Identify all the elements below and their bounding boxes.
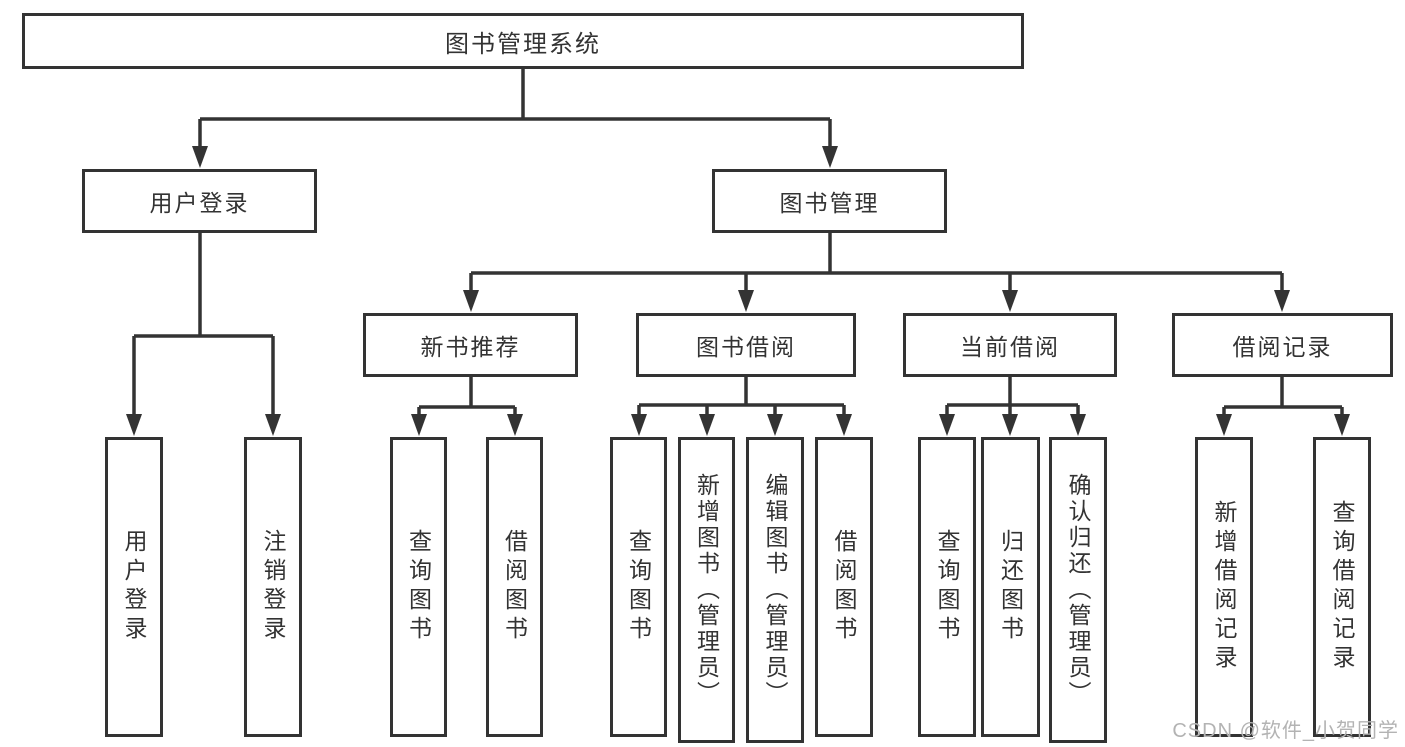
leaf-borrow-books-2: 借阅图书 [815,437,873,737]
csdn-watermark: CSDN @软件_小贺同学 [1172,720,1399,742]
connector-strokes [132,69,1344,419]
node-book-management: 图书管理 [712,169,947,233]
leaf-logout: 注销登录 [244,437,302,737]
leaf-confirm-return-admin: 确认归还（管理员） [1049,437,1107,743]
leaf-query-books-1: 查询图书 [390,437,447,737]
node-root-library-system: 图书管理系统 [22,13,1024,69]
node-new-book-recommend: 新书推荐 [363,313,578,377]
leaf-return-books: 归还图书 [981,437,1040,737]
leaf-add-borrow-record: 新增借阅记录 [1195,437,1253,737]
node-book-borrow: 图书借阅 [636,313,856,377]
arrowheads [126,146,1350,436]
leaf-edit-books-admin: 编辑图书（管理员） [746,437,804,743]
leaf-query-books-2: 查询图书 [610,437,667,737]
leaf-query-borrow-record: 查询借阅记录 [1313,437,1371,737]
node-borrow-records: 借阅记录 [1172,313,1393,377]
node-user-login: 用户登录 [82,169,317,233]
leaf-borrow-books-1: 借阅图书 [486,437,543,737]
leaf-add-books-admin: 新增图书（管理员） [678,437,735,743]
node-current-borrow: 当前借阅 [903,313,1117,377]
leaf-user-login: 用户登录 [105,437,163,737]
leaf-query-books-3: 查询图书 [918,437,976,737]
